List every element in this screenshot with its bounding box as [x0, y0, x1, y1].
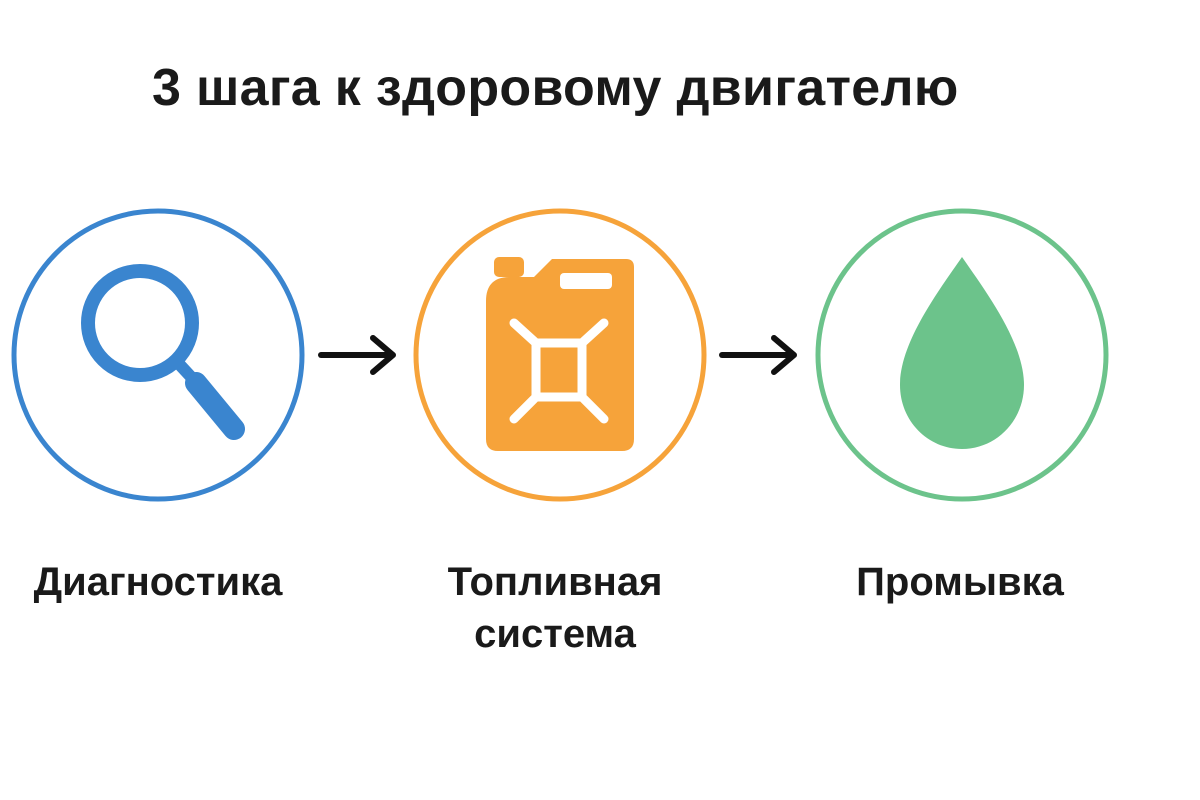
- step-label-line: система: [474, 612, 636, 656]
- step-label-fuel-system: Топливная система: [400, 556, 710, 660]
- arrow-right-icon: [315, 330, 405, 380]
- step-diagnostics: [8, 205, 308, 505]
- step-fuel-system: [410, 205, 710, 505]
- step-label-flush: Промывка: [810, 556, 1110, 608]
- step-label-line: Промывка: [856, 560, 1064, 604]
- step-diagnostics-graphic: [11, 208, 305, 502]
- jerrycan-icon: [486, 257, 634, 451]
- step-flush-circle: [815, 208, 1109, 502]
- step-fuel-system-circle: [413, 208, 707, 502]
- page-title: 3 шага к здоровому двигателю: [152, 59, 959, 117]
- step-label-line: Диагностика: [33, 560, 283, 604]
- step-label-line: Топливная: [447, 560, 663, 604]
- step-diagnostics-circle: [11, 208, 305, 502]
- step-label-diagnostics: Диагностика: [8, 556, 308, 608]
- arrow-right-icon: [716, 330, 806, 380]
- step-flush-graphic: [815, 208, 1109, 502]
- step-flush: [812, 205, 1112, 505]
- oil-drop-icon: [900, 257, 1024, 449]
- step-fuel-system-graphic: [413, 208, 707, 502]
- magnifier-icon: [81, 264, 245, 440]
